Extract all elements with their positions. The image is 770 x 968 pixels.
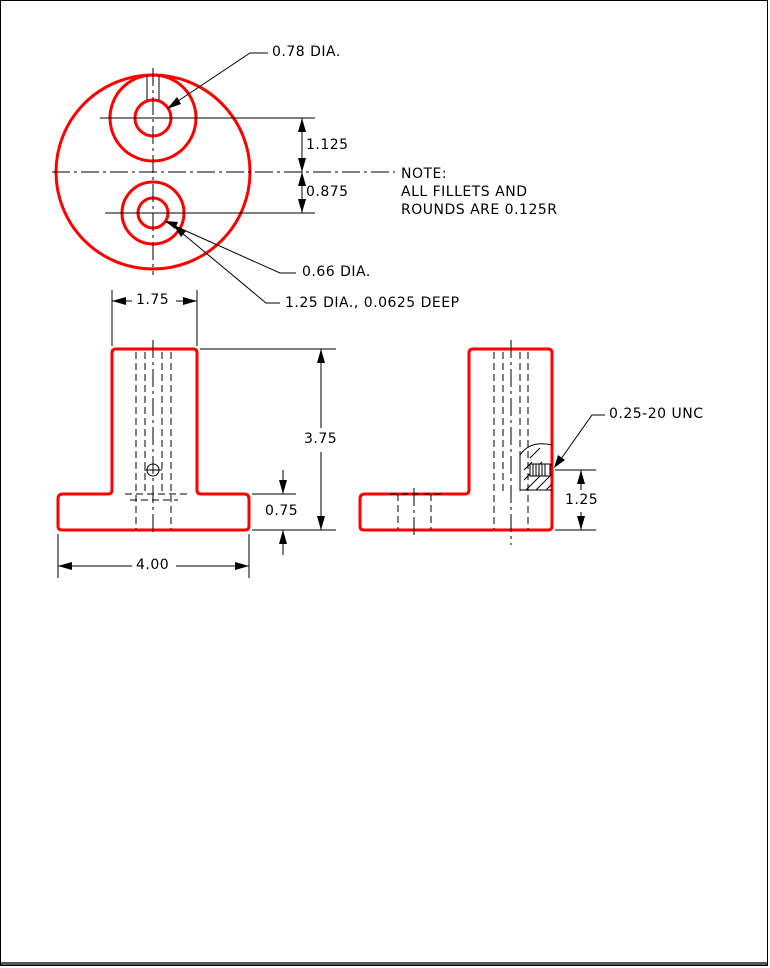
dimension-arrow bbox=[235, 562, 249, 570]
note-heading: NOTE: bbox=[401, 166, 448, 182]
thread-height-dimension: 1.25 bbox=[565, 492, 599, 508]
dimension-arrow bbox=[298, 199, 306, 213]
dimension-arrow bbox=[317, 516, 325, 530]
base-width-dimension: 4.00 bbox=[136, 557, 170, 573]
dimension-arrow bbox=[298, 172, 306, 186]
upper-spacing-dimension: 1.125 bbox=[306, 137, 349, 153]
thread-lines bbox=[532, 464, 546, 476]
top-view bbox=[52, 52, 395, 304]
leader-arrow bbox=[554, 455, 565, 468]
dimension-arrow bbox=[577, 516, 585, 530]
leader-counterbore bbox=[175, 227, 280, 304]
dimension-arrow bbox=[577, 470, 585, 484]
counterbore-callout: 1.25 DIA., 0.0625 DEEP bbox=[285, 295, 460, 311]
dimension-arrow bbox=[279, 480, 287, 494]
small-bore-callout: 0.78 DIA. bbox=[272, 44, 341, 60]
front-view-outline bbox=[56, 347, 251, 532]
dimension-arrow bbox=[298, 118, 306, 132]
dimension-arrow bbox=[58, 562, 72, 570]
height-dimension: 3.75 bbox=[304, 431, 338, 447]
stem-width-dimension: 1.75 bbox=[136, 292, 170, 308]
leader-thread bbox=[555, 414, 605, 467]
note-line-2: ROUNDS ARE 0.125R bbox=[401, 202, 558, 218]
leader-arrow bbox=[174, 226, 186, 237]
side-view bbox=[358, 340, 605, 545]
dimension-arrow bbox=[298, 158, 306, 172]
leader-hole bbox=[165, 221, 296, 274]
side-view-outline bbox=[358, 347, 554, 532]
note-line-1: ALL FILLETS AND bbox=[401, 184, 528, 200]
break-out-section bbox=[519, 443, 553, 491]
base-thickness-dimension: 0.75 bbox=[265, 503, 299, 519]
lower-spacing-dimension: 0.875 bbox=[306, 184, 349, 200]
dimension-arrow bbox=[112, 297, 126, 305]
dimension-arrow bbox=[317, 349, 325, 363]
leader-arrow bbox=[167, 97, 181, 109]
dimension-arrow bbox=[183, 297, 197, 305]
front-view bbox=[56, 290, 336, 578]
leader-small-bore bbox=[171, 52, 268, 106]
dimension-arrow bbox=[279, 530, 287, 544]
thread-callout: 0.25-20 UNC bbox=[609, 406, 704, 422]
hole-callout: 0.66 DIA. bbox=[302, 264, 371, 280]
